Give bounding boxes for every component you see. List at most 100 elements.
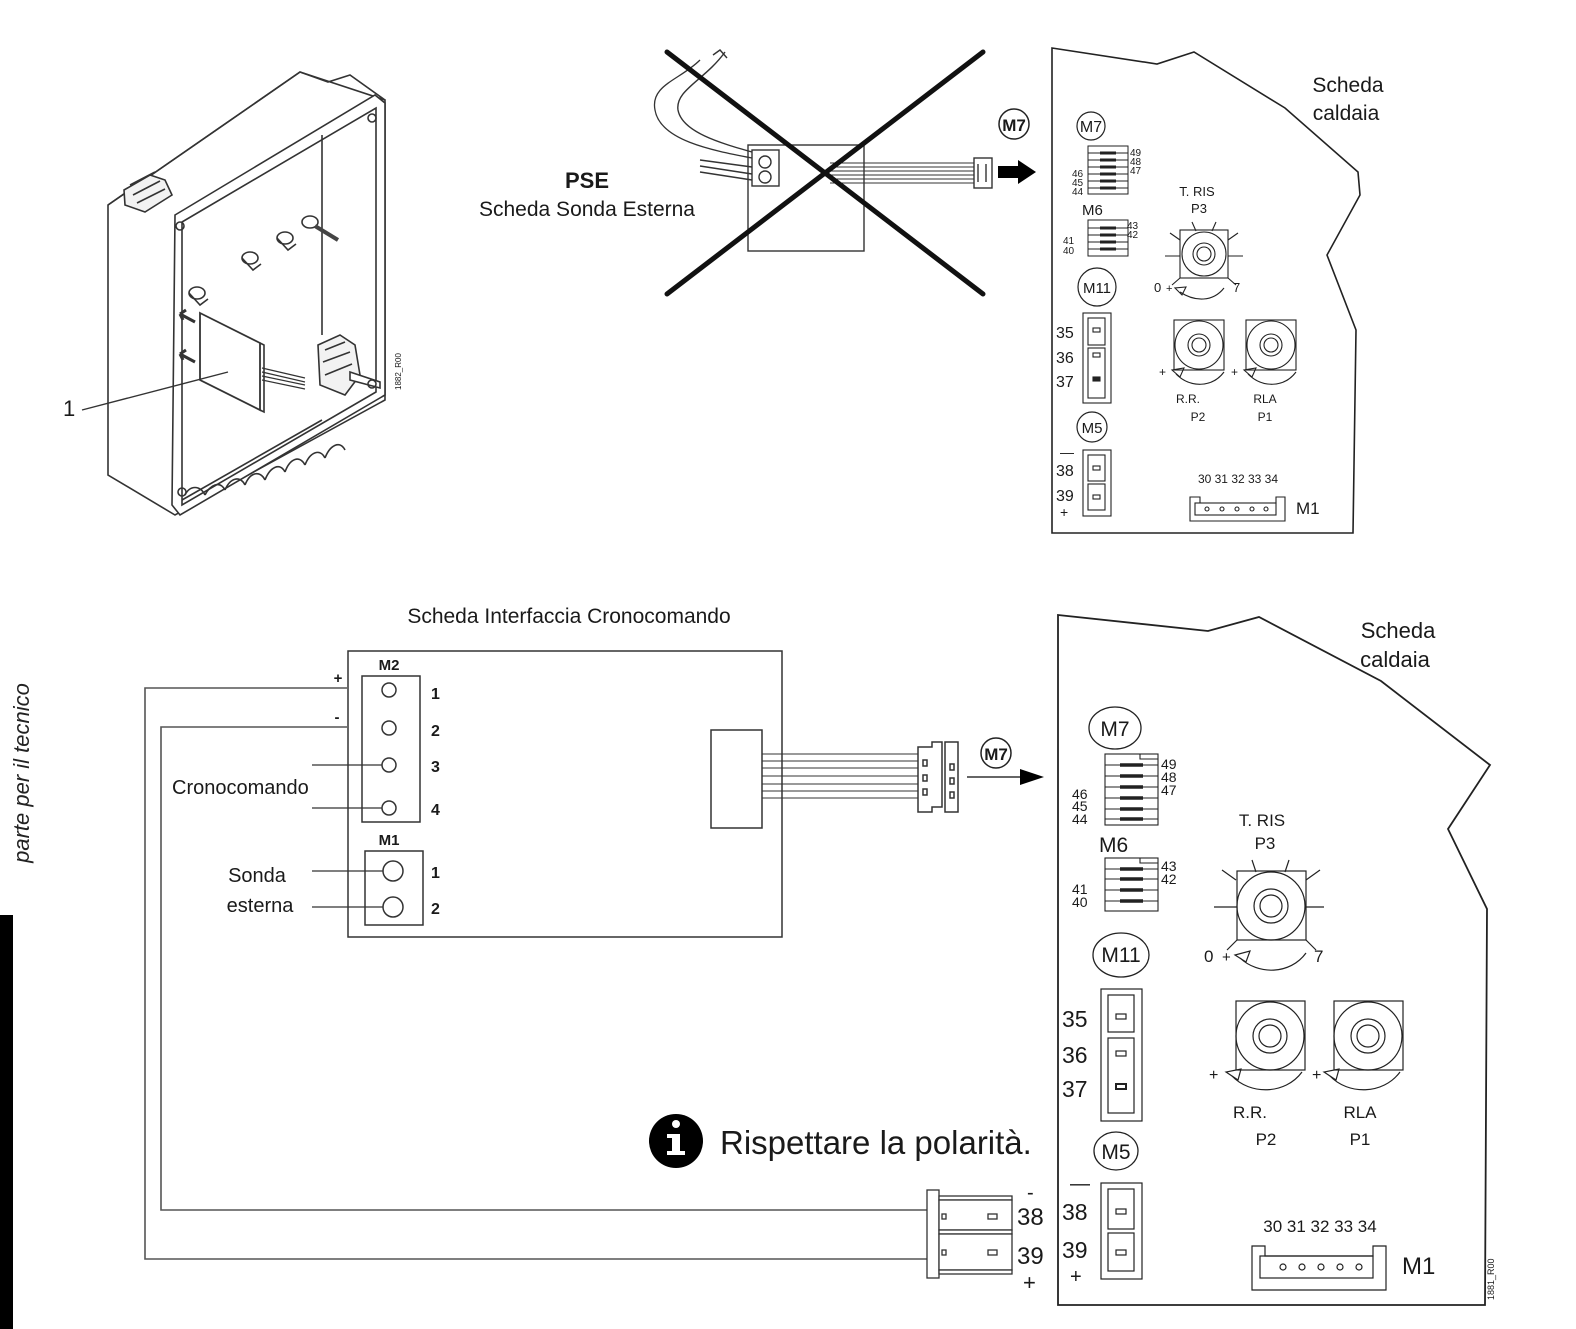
- interface-m2-label: M2: [379, 657, 400, 674]
- boiler-bottom-m7-connector: [1104, 753, 1159, 826]
- boiler-top-m5-connector: [1082, 449, 1112, 517]
- p3-potentiometer-bottom: [1214, 859, 1324, 971]
- pin-42-bottom: 42: [1161, 871, 1177, 887]
- pse-m7-label: M7: [1002, 116, 1026, 135]
- p1-plus-top: +: [1231, 365, 1238, 379]
- pin-43: 43: [1127, 221, 1139, 232]
- pin-46-bottom: 46: [1072, 786, 1088, 802]
- pin-48-bottom: 48: [1161, 769, 1177, 785]
- boiler-top-m11-label: M11: [1083, 280, 1111, 297]
- pse-arrow-icon: [998, 160, 1036, 184]
- pin-35: 35: [1056, 325, 1074, 342]
- p2-title-bottom: R.R.: [1233, 1103, 1267, 1122]
- pin-35-bottom: 35: [1062, 1006, 1088, 1032]
- boiler-bottom-m5-label: M5: [1101, 1141, 1130, 1164]
- pin-48: 48: [1130, 157, 1142, 168]
- boiler-top-title-1: Scheda: [1312, 74, 1384, 97]
- pin-36: 36: [1056, 350, 1074, 367]
- side-tab-bar: [0, 915, 13, 1329]
- p2-potentiometer-bottom: [1224, 1000, 1306, 1091]
- sonda-label-2: esterna: [227, 895, 295, 917]
- p2-title-top: R.R.: [1176, 392, 1200, 406]
- pse-m7-badge: M7: [998, 108, 1030, 140]
- boiler-board-top: Scheda caldaia M7 49 48 47 46 45 44 M6 4…: [1051, 47, 1384, 534]
- boiler-top-m5-label: M5: [1082, 420, 1103, 437]
- pin-38-bottom: 38: [1062, 1199, 1088, 1225]
- pse-title: PSE: [565, 168, 609, 193]
- p1-label-top: P1: [1258, 410, 1273, 424]
- boiler-top-m6-label: M6: [1082, 202, 1103, 219]
- boiler-bottom-m6-connector: [1104, 857, 1159, 912]
- m1-pins-top: 30 31 32 33 34: [1198, 472, 1278, 486]
- plug-pin-39: 39: [1017, 1243, 1044, 1270]
- boiler-bottom-m1-label: M1: [1402, 1253, 1435, 1280]
- pin-38-top: 38: [1056, 463, 1074, 480]
- p1-title-bottom: RLA: [1343, 1103, 1377, 1122]
- p2-potentiometer-top: [1170, 319, 1225, 385]
- boiler-bottom-m11-label: M11: [1101, 944, 1140, 967]
- minus-sign: -: [335, 709, 340, 726]
- p3-plus-bottom: +: [1222, 949, 1231, 966]
- pin-37-bottom: 37: [1062, 1076, 1088, 1102]
- p2-label-bottom: P2: [1256, 1130, 1277, 1149]
- m2-pin-4: 4: [431, 802, 440, 819]
- callout-number-1: 1: [63, 396, 75, 421]
- p3-title-top: T. RIS: [1179, 184, 1215, 199]
- boiler-bottom-m6-label: M6: [1099, 834, 1128, 857]
- m5-minus-top: —: [1060, 444, 1074, 460]
- drawing-code-bottom: 1881_R00: [1486, 1258, 1496, 1300]
- pin-49: 49: [1130, 148, 1142, 159]
- m5-plus-top: +: [1060, 504, 1068, 520]
- boiler-top-m7-connector: [1087, 145, 1129, 195]
- plug-minus: -: [1027, 1182, 1034, 1204]
- pin-37: 37: [1056, 374, 1074, 391]
- pin-44-bottom: 44: [1072, 811, 1088, 827]
- pse-board: [653, 49, 993, 252]
- p3-plus-top: +: [1166, 283, 1172, 295]
- interface-arrow-icon: [1020, 769, 1044, 785]
- interface-m7-label: M7: [984, 745, 1008, 764]
- boiler-bottom-m11-connector: [1100, 988, 1143, 1122]
- m1-pin-2: 2: [431, 901, 440, 918]
- pin-40: 40: [1063, 246, 1075, 257]
- interface-m1-label: M1: [379, 832, 400, 849]
- boiler-bottom-m5-connector: [1100, 1182, 1143, 1280]
- interface-board: [312, 650, 1022, 938]
- pin-46: 46: [1072, 169, 1084, 180]
- boiler-top-m11-connector: [1082, 312, 1112, 404]
- m5-minus-bottom: —: [1070, 1173, 1090, 1195]
- boiler-bottom-title-1: Scheda: [1361, 618, 1436, 643]
- pin-42: 42: [1127, 230, 1139, 241]
- boiler-bottom-m1-connector: [1251, 1245, 1387, 1291]
- sonda-label-1: Sonda: [228, 865, 287, 887]
- pin-44: 44: [1072, 187, 1084, 198]
- pin-43-bottom: 43: [1161, 858, 1177, 874]
- pin-49-bottom: 49: [1161, 756, 1177, 772]
- pin-40-bottom: 40: [1072, 894, 1088, 910]
- cronocomando-label: Cronocomando: [172, 777, 309, 799]
- pin-39-bottom: 39: [1062, 1237, 1088, 1263]
- boiler-bottom-title-2: caldaia: [1360, 647, 1430, 672]
- plug-pin-38: 38: [1017, 1204, 1044, 1231]
- pin-47-bottom: 47: [1161, 782, 1177, 798]
- p3-title-bottom: T. RIS: [1239, 811, 1285, 830]
- boiler-board-bottom: Scheda caldaia M7 49 48 47 46 45 44 M6 4…: [1057, 613, 1496, 1306]
- info-icon: [649, 1114, 703, 1168]
- p3-min-top: 0: [1154, 280, 1161, 295]
- pin-47: 47: [1130, 166, 1142, 177]
- boiler-top-m7-label: M7: [1080, 119, 1102, 136]
- p3-min-bottom: 0: [1204, 947, 1213, 966]
- p1-title-top: RLA: [1253, 392, 1276, 406]
- interface-m7-badge: M7: [980, 737, 1012, 769]
- p3-max-top: 7: [1233, 280, 1240, 295]
- boiler-top-m1-label: M1: [1296, 499, 1320, 518]
- p2-label-top: P2: [1191, 410, 1206, 424]
- p3-max-bottom: 7: [1314, 947, 1323, 966]
- polarity-note-text: Rispettare la polarità.: [720, 1124, 1032, 1161]
- p2-plus-bottom: +: [1209, 1067, 1218, 1084]
- p3-label-bottom: P3: [1255, 834, 1276, 853]
- p1-potentiometer-top: [1242, 319, 1297, 385]
- pin-41: 41: [1063, 236, 1075, 247]
- p2-plus-top: +: [1159, 365, 1166, 379]
